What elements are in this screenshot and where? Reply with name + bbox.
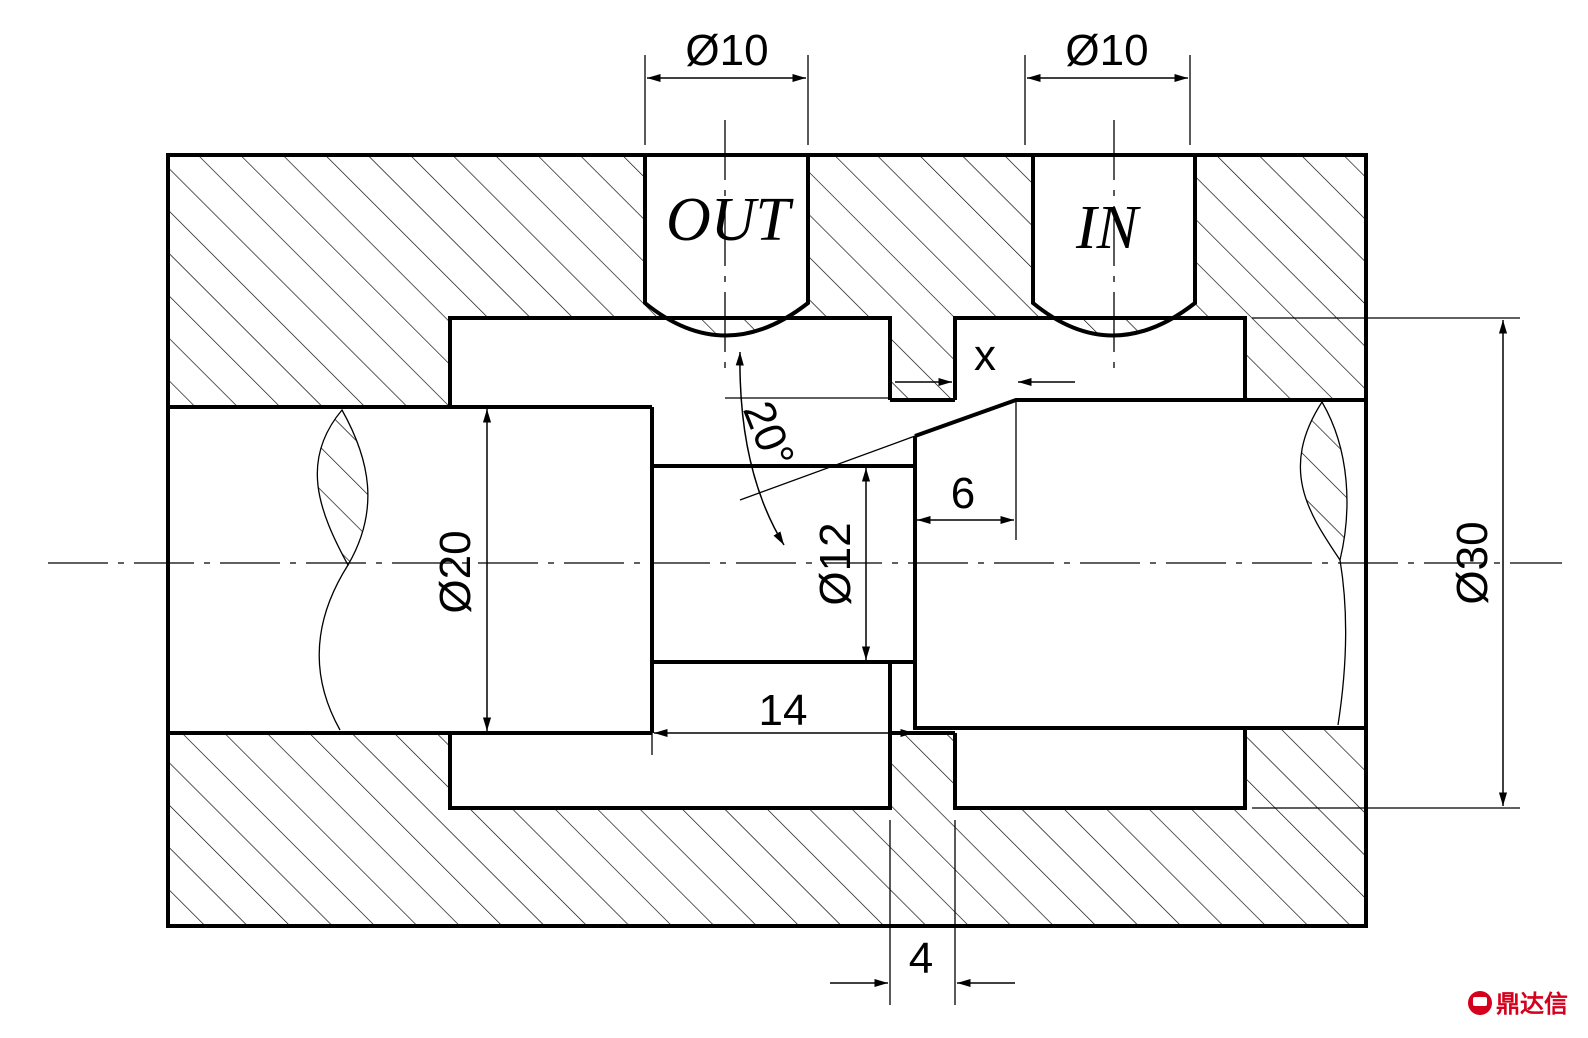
break-curve-left — [318, 564, 349, 731]
land-length-label: 14 — [759, 686, 808, 735]
out-port-label: OUT — [666, 186, 795, 254]
cone-angle-label: 20° — [733, 395, 803, 475]
body-hatch-bottom — [168, 728, 1366, 926]
cone-length-label: 6 — [951, 469, 975, 518]
bore-left-label: Ø20 — [431, 530, 480, 613]
out-port-dia-label: Ø10 — [685, 26, 768, 75]
break-hatch-right — [1299, 400, 1348, 562]
dim-arc-cone-angle — [735, 351, 785, 546]
in-port-dia-label: Ø10 — [1065, 26, 1148, 75]
body-hatch-top — [168, 155, 1366, 407]
break-curve-right — [1337, 559, 1347, 726]
gap-width-label: 4 — [909, 934, 933, 983]
watermark-text: 鼎达信 — [1496, 990, 1568, 1018]
watermark: 鼎达信 — [1468, 990, 1568, 1018]
spool-neck-label: Ø12 — [811, 522, 860, 605]
dimension-lines — [482, 73, 1508, 988]
opening-x-label: x — [974, 331, 996, 380]
break-hatch-left — [316, 408, 369, 567]
in-port-label: IN — [1075, 194, 1142, 262]
body-bore-label: Ø30 — [1448, 521, 1497, 604]
center-lines — [48, 120, 1562, 564]
body-outline — [166, 153, 1368, 928]
